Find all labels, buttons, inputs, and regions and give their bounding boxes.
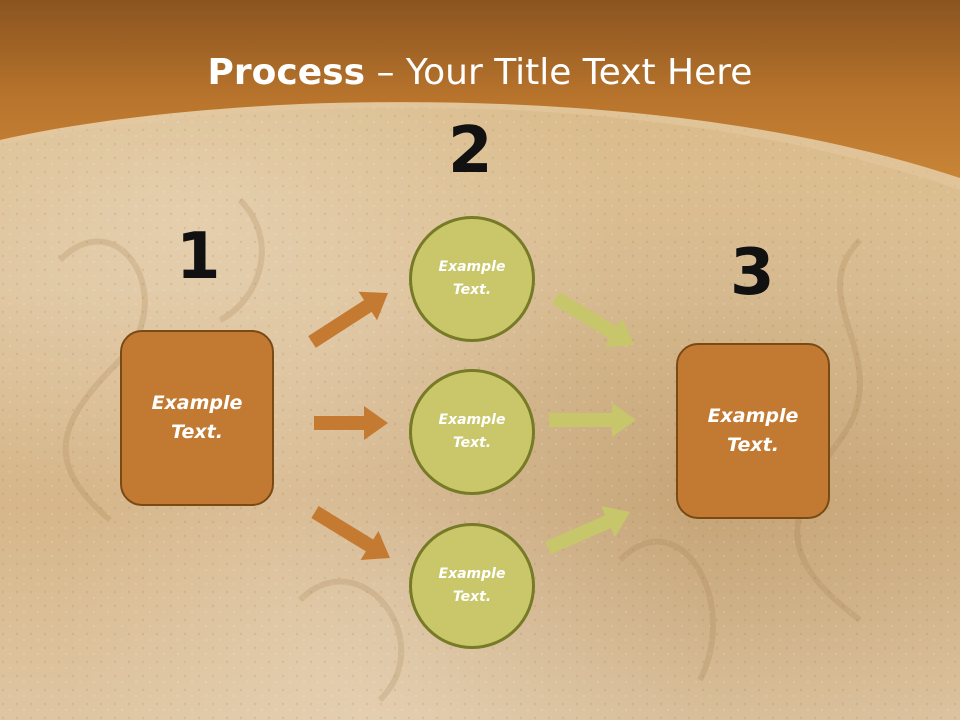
title-bold: Process xyxy=(207,52,366,93)
step-number-1: 1 xyxy=(176,220,221,294)
arrow-middle-to-3 xyxy=(549,403,636,437)
title-rest: – Your Title Text Here xyxy=(365,52,753,93)
arrow-1-to-top xyxy=(308,291,388,348)
step-number-2: 2 xyxy=(448,114,493,188)
step-number-3: 3 xyxy=(730,236,775,310)
arrow-1-to-middle xyxy=(314,406,388,440)
step-1-label: Example Text. xyxy=(151,392,243,443)
circle-middle-label: Example Text. xyxy=(438,412,506,451)
slide-title: Process – Your Title Text Here xyxy=(0,52,960,93)
step-2-circle-top: Example Text. xyxy=(409,216,535,342)
step-2-circle-middle: Example Text. xyxy=(409,369,535,495)
arrow-bottom-to-3 xyxy=(545,506,630,555)
step-3-box: Example Text. xyxy=(676,343,830,519)
header-band xyxy=(0,0,960,178)
damask-pattern xyxy=(57,197,863,703)
step-3-label: Example Text. xyxy=(707,405,799,456)
step-1-box: Example Text. xyxy=(120,330,274,506)
circle-top-label: Example Text. xyxy=(438,259,506,298)
step-2-circle-bottom: Example Text. xyxy=(409,523,535,649)
arrow-1-to-bottom xyxy=(311,506,391,560)
circle-bottom-label: Example Text. xyxy=(438,566,506,605)
arrow-top-to-3 xyxy=(552,292,635,348)
